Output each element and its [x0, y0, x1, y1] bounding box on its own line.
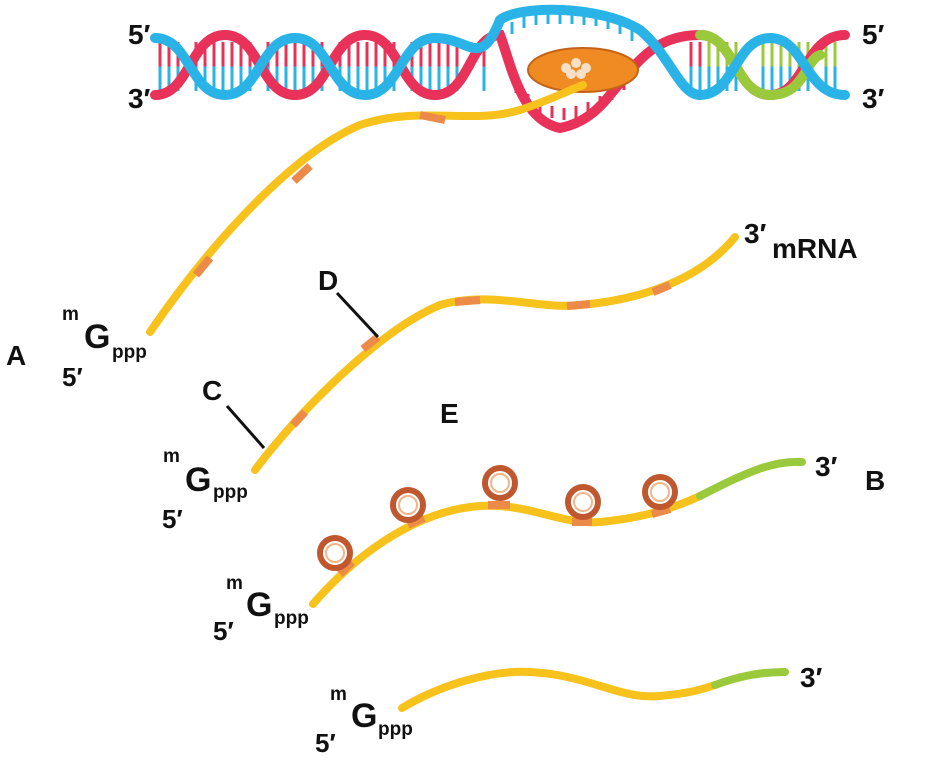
svg-text:ppp: ppp: [378, 719, 413, 740]
ribosome-icon: [317, 465, 678, 571]
svg-text:G: G: [185, 461, 211, 499]
final-mrna-strand: [398, 667, 789, 712]
svg-text:m: m: [163, 446, 180, 467]
nascent-mrna-strand: [146, 81, 587, 336]
five-prime-label: 5′: [62, 362, 83, 392]
mrna-cap-4: m G ppp 5′: [315, 684, 413, 758]
svg-text:m: m: [330, 684, 347, 705]
dna-right-top-label: 5′: [862, 19, 885, 50]
mrna-cap-3: m G ppp 5′: [213, 573, 309, 646]
rna-polymerase-icon: [527, 47, 639, 93]
dna-right-bottom-label: 3′: [862, 83, 885, 114]
label-D: D: [318, 265, 338, 296]
svg-text:G: G: [351, 697, 377, 735]
svg-text:G: G: [246, 586, 272, 624]
svg-text:G: G: [84, 318, 110, 356]
svg-text:ppp: ppp: [213, 482, 248, 503]
five-prime-label: 5′: [213, 616, 234, 646]
label-E: E: [440, 398, 459, 429]
mrna-label: mRNA: [772, 233, 858, 264]
label-A: A: [6, 340, 26, 371]
label-C: C: [202, 375, 222, 406]
five-prime-label: 5′: [162, 504, 183, 534]
dna-left-bottom-label: 3′: [128, 83, 151, 114]
three-prime-label: 3′: [800, 662, 823, 693]
svg-text:m: m: [62, 304, 79, 325]
dna-left-top-label: 5′: [128, 19, 151, 50]
translating-mrna-strand: [309, 457, 806, 608]
svg-text:ppp: ppp: [274, 608, 309, 629]
svg-text:ppp: ppp: [112, 342, 147, 363]
dna-double-helix: [150, 4, 850, 134]
three-prime-label: 3′: [815, 451, 838, 482]
pointer-line-D: [335, 291, 380, 339]
five-prime-label: 5′: [315, 728, 336, 758]
pointer-line-C: [225, 405, 266, 449]
svg-text:m: m: [226, 573, 243, 594]
three-prime-label: 3′: [744, 218, 767, 249]
mrna-cap-2: m G ppp 5′: [162, 446, 248, 534]
dna-strand-blue: [150, 4, 850, 101]
label-B: B: [865, 465, 885, 496]
mrna-cap-1: m G ppp 5′: [62, 304, 147, 392]
mature-mrna-strand: [251, 233, 739, 474]
